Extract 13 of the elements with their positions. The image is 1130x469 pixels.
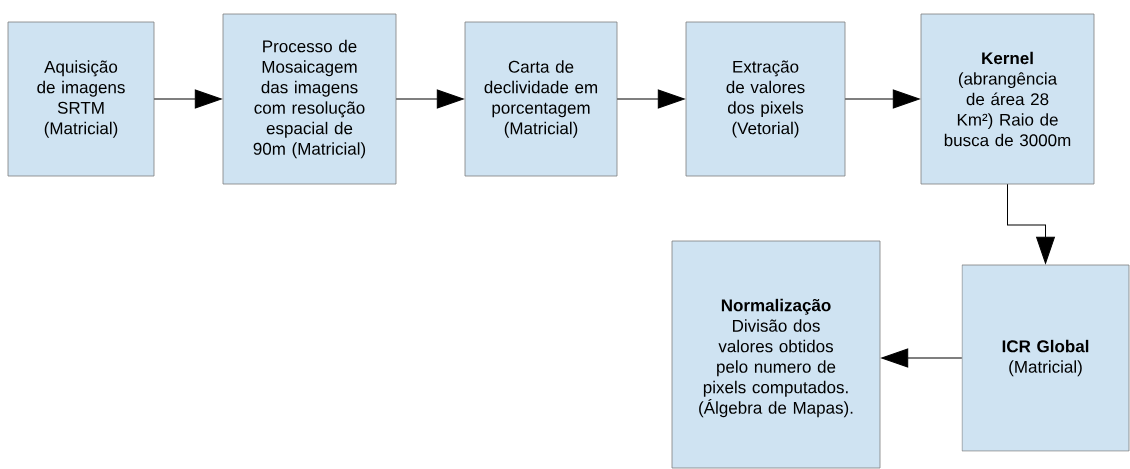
process-box: Processo de Mosaicagem das imagens com resolução espacial de 90m (Matricial) xyxy=(222,13,397,185)
process-box: Carta de declividade em porcentagem (Matricial) xyxy=(464,21,618,177)
arrow xyxy=(881,348,963,368)
process-box: Normalização Divisão dos valores obtidos pelo numero de pixels computados. (Álgebra de Mapas). xyxy=(671,240,881,469)
process-box: Kernel (abrangência de área 28 Km²) Raio de busca de 3000m xyxy=(920,13,1095,185)
arrow xyxy=(153,89,222,109)
arrow xyxy=(1007,183,1055,264)
process-box: Aquisição de imagens SRTM (Matricial) xyxy=(7,21,155,177)
process-box: Extração de valores dos pixels (Vetorial) xyxy=(685,21,846,177)
arrow xyxy=(395,89,464,109)
process-box: ICR Global (Matricial) xyxy=(961,264,1130,452)
arrow xyxy=(616,89,685,109)
arrow xyxy=(844,89,920,109)
